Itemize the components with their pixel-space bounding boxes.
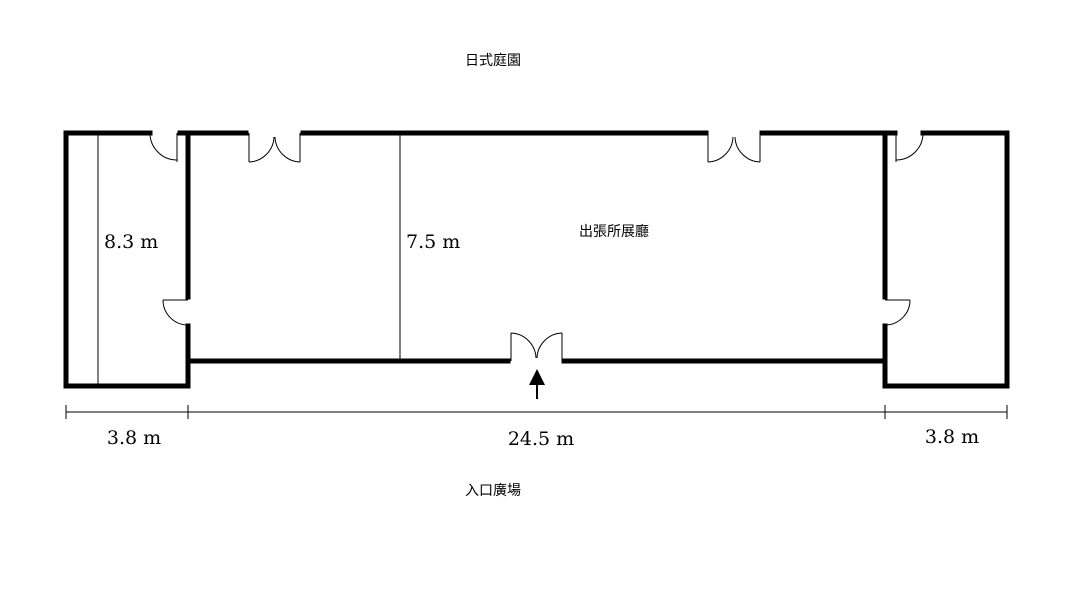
label-entrance-plaza: 入口廣場: [465, 482, 521, 499]
label-exhibition-hall: 出張所展廳: [579, 223, 649, 240]
partition-wall-right: [882, 130, 911, 389]
dim-right-width: 3.8 m: [925, 426, 979, 448]
door-swing-icon: [884, 299, 911, 326]
door-swing-icon: [149, 132, 178, 162]
entrance-double-door-icon: [510, 332, 563, 361]
double-door-swing-icon: [707, 133, 761, 163]
partition-wall-left: [162, 130, 191, 389]
label-japanese-garden: 日式庭園: [465, 52, 521, 69]
main-hall: [185, 130, 888, 364]
door-swing-icon: [162, 299, 189, 326]
left-room: [63, 130, 191, 389]
dim-main-height: 7.5 m: [406, 231, 460, 253]
dim-left-width: 3.8 m: [107, 427, 161, 449]
right-room: [882, 130, 1010, 389]
door-swing-icon: [895, 132, 924, 162]
dim-left-height: 8.3 m: [104, 231, 158, 253]
dim-main-width: 24.5 m: [508, 428, 574, 450]
horizontal-dimension-line: [65, 405, 1008, 419]
entrance-arrow-icon: [529, 369, 545, 399]
double-door-swing-icon: [248, 133, 301, 163]
